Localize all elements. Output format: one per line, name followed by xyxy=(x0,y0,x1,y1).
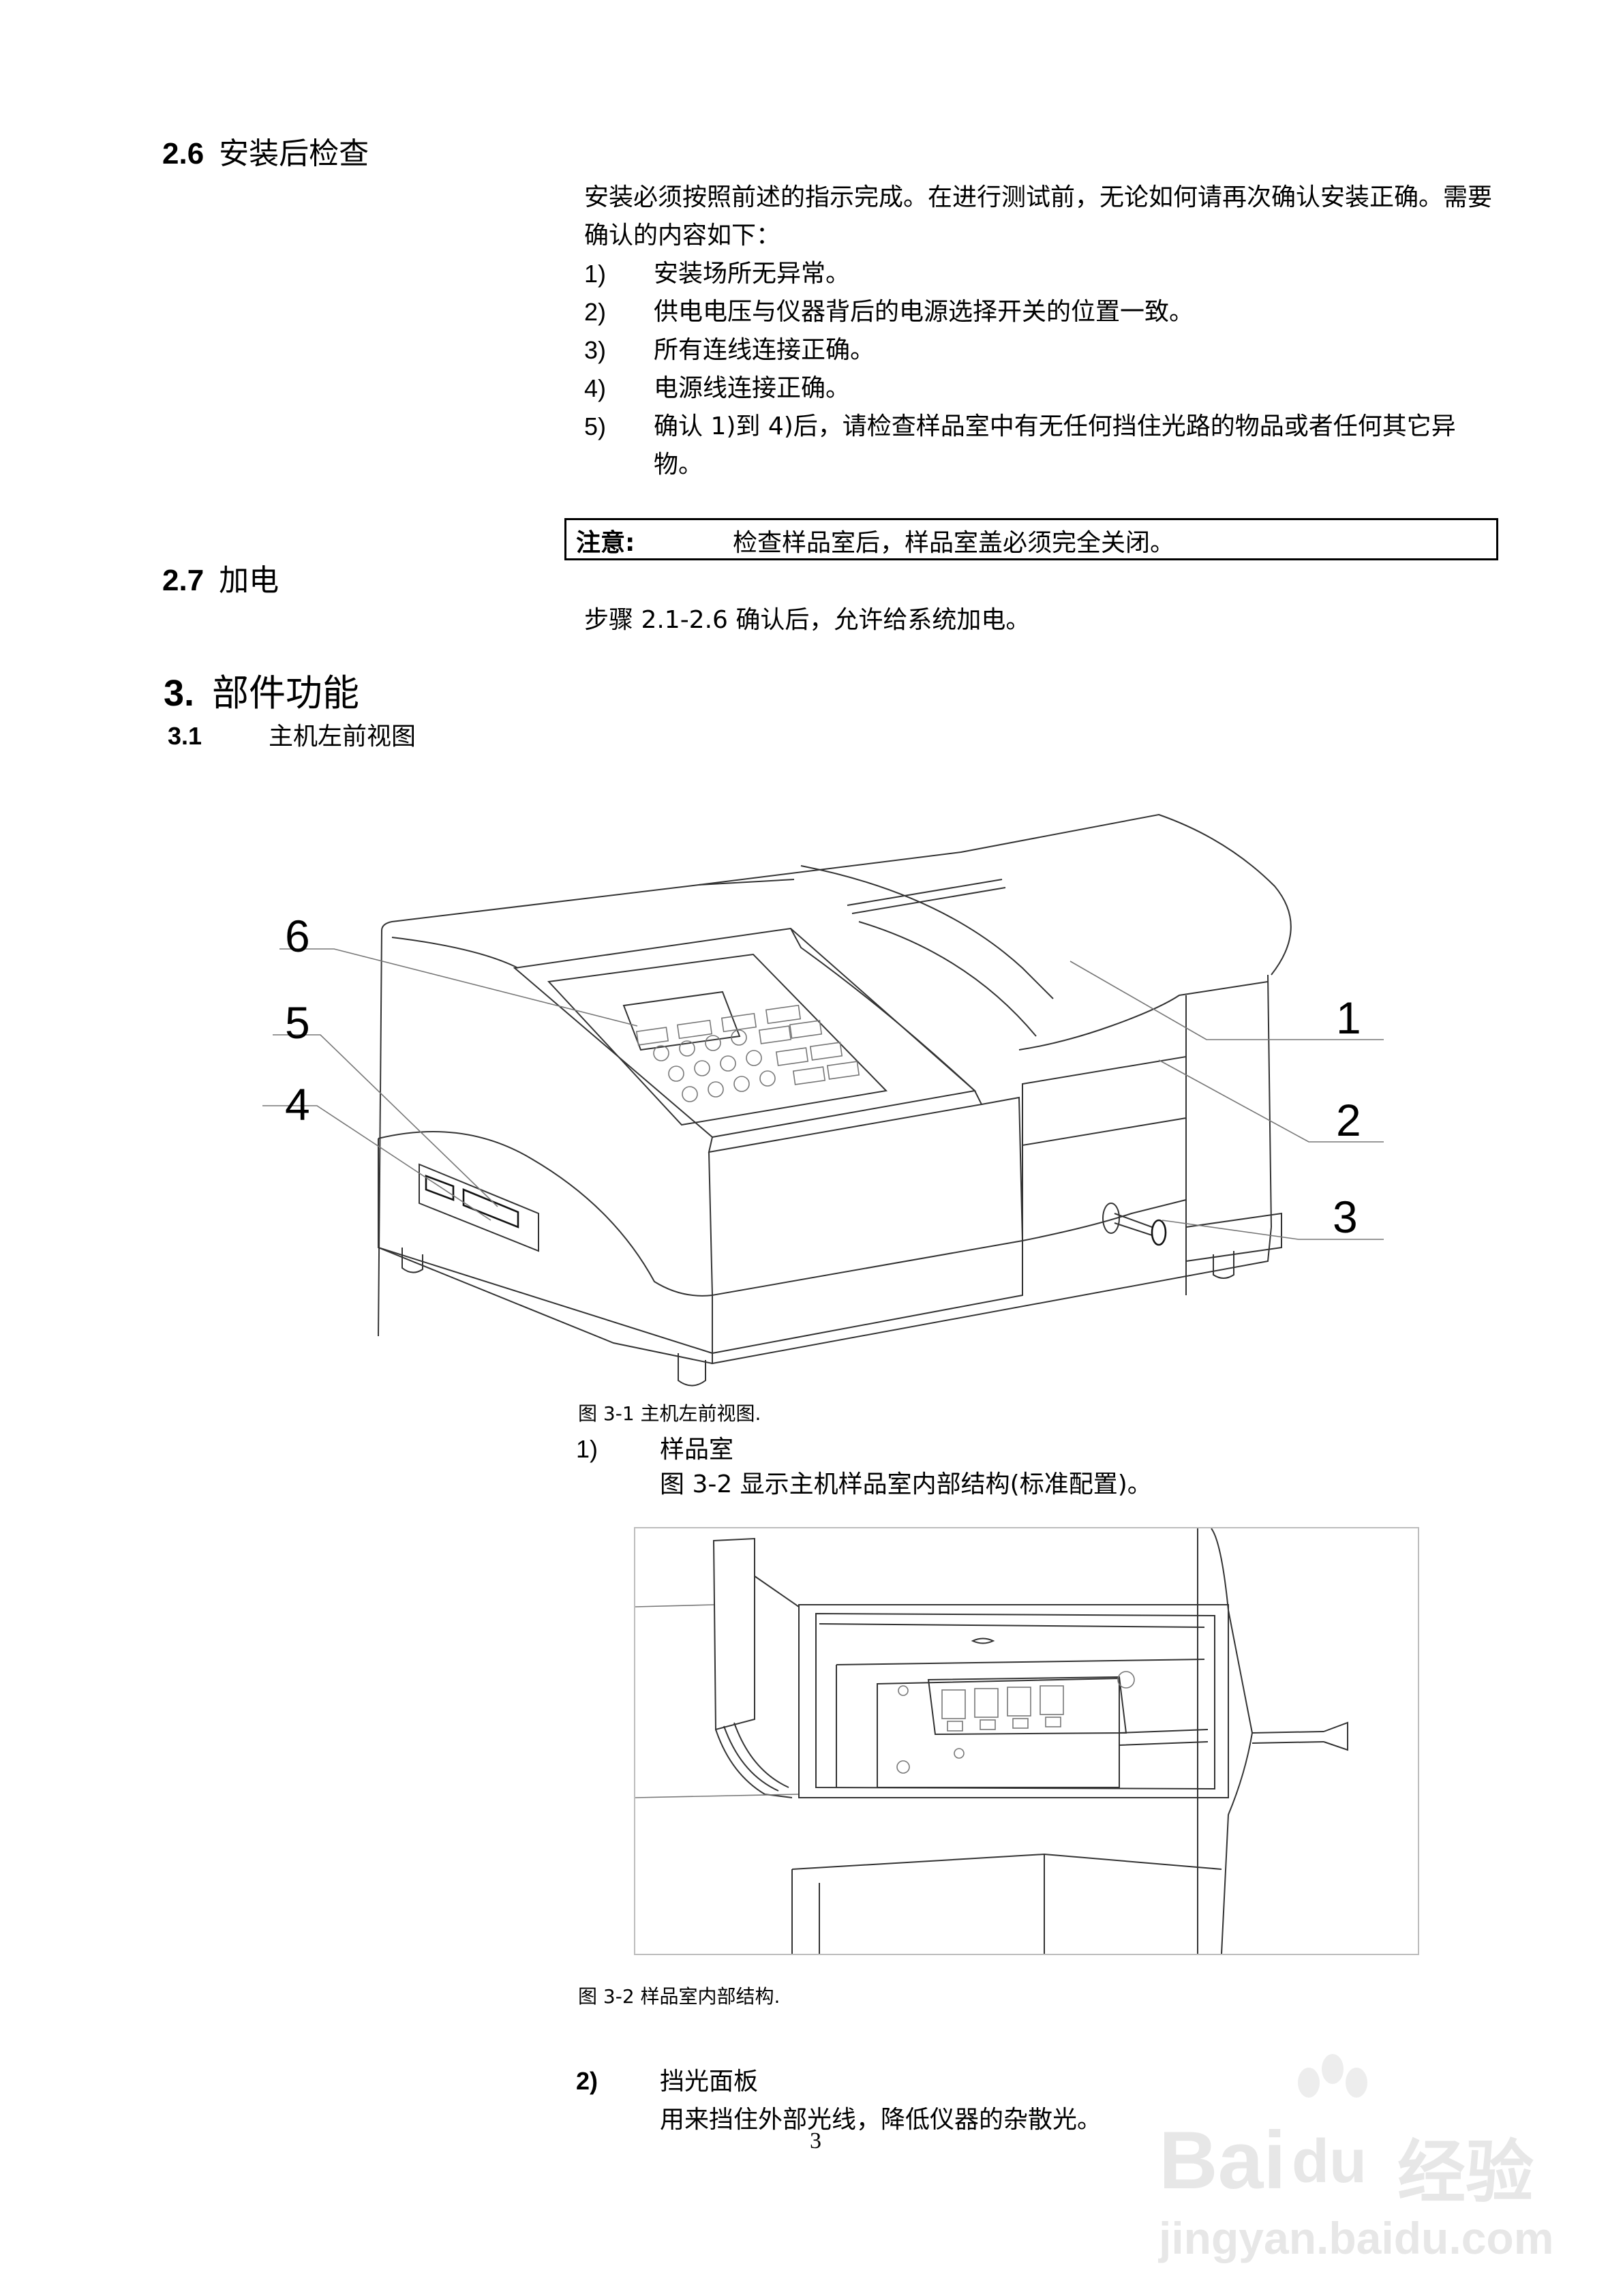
watermark-cn-text: 经验 xyxy=(1397,2134,1534,2211)
list-number: 3) xyxy=(584,336,607,364)
section-number: 2.7 xyxy=(162,564,204,597)
leader-line-3 xyxy=(1162,1220,1384,1240)
list-number: 2) xyxy=(584,298,607,326)
leader-line-2 xyxy=(1158,1059,1384,1143)
note-box: 注意: 检查样品室后，样品室盖必须完全关闭。 xyxy=(564,518,1498,560)
keypad-keys xyxy=(635,1004,860,1102)
list-item: 2) 供电电压与仪器背后的电源选择开关的位置一致。 xyxy=(584,293,1498,331)
callout-1: 1 xyxy=(1336,993,1361,1043)
instrument-front-view-drawing xyxy=(262,813,1384,1387)
note-label: 注意: xyxy=(576,529,635,557)
baidu-jingyan-watermark: Bai du 经验 jingyan.baidu.com xyxy=(1152,2052,1553,2284)
part-2-description: 用来挡住外部光线，降低仪器的杂散光。 xyxy=(660,2106,1102,2134)
list-number: 1) xyxy=(584,260,607,288)
leader-line-5 xyxy=(273,1034,498,1207)
part-1-description: 图 3-2 显示主机样品室内部结构(标准配置)。 xyxy=(660,1470,1152,1498)
list-text: 电源线连接正确。 xyxy=(654,374,851,402)
section-title: 加电 xyxy=(219,563,279,598)
callout-4: 4 xyxy=(285,1079,310,1130)
list-number: 4) xyxy=(584,374,607,402)
section-title: 主机左前视图 xyxy=(269,723,416,751)
callout-5: 5 xyxy=(285,997,310,1048)
list-text: 供电电压与仪器背后的电源选择开关的位置一致。 xyxy=(654,298,1194,326)
section-2-7-text: 步骤 2.1-2.6 确认后，允许给系统加电。 xyxy=(584,606,1031,634)
cuvette-slots xyxy=(941,1685,1064,1732)
section-heading-2-6: 2.6 安装后检查 xyxy=(162,136,369,172)
part-2-heading: 2) 挡光面板 xyxy=(576,2062,758,2101)
section-heading-3: 3. 部件功能 xyxy=(164,672,359,714)
note-text: 检查样品室后，样品室盖必须完全关闭。 xyxy=(733,529,1175,557)
list-item: 5) 确认 1)到 4)后，请检查样品室中有无任何挡住光路的物品或者任何其它异物… xyxy=(584,408,1498,484)
list-item: 4) 电源线连接正确。 xyxy=(584,369,1498,408)
figure-3-2-frame xyxy=(634,1527,1419,1955)
figure-3-2-caption: 图 3-2 样品室内部结构. xyxy=(578,1985,780,2008)
list-item: 3) 所有连线连接正确。 xyxy=(584,331,1498,369)
watermark-logo-bai: Bai xyxy=(1159,2115,1286,2206)
list-text: 所有连线连接正确。 xyxy=(654,336,875,364)
part-title: 挡光面板 xyxy=(660,2068,759,2096)
section-number: 2.6 xyxy=(162,137,204,170)
list-number: 5) xyxy=(584,412,607,440)
section-2-6-body: 安装必须按照前述的指示完成。在进行测试前，无论如何请再次确认安装正确。需要确认的… xyxy=(584,179,1498,484)
list-item: 1) 安装场所无异常。 xyxy=(584,255,1498,293)
section-title: 部件功能 xyxy=(212,671,360,714)
callout-3: 3 xyxy=(1333,1192,1358,1242)
page-number: 3 xyxy=(810,2128,821,2154)
leader-line-4 xyxy=(262,1105,491,1221)
section-heading-3-1: 3.1 主机左前视图 xyxy=(168,721,416,752)
figure-3-1-caption: 图 3-1 主机左前视图. xyxy=(578,1402,761,1425)
section-heading-2-7: 2.7 加电 xyxy=(162,563,279,599)
callout-6: 6 xyxy=(285,911,310,961)
part-number: 2) xyxy=(576,2067,598,2095)
paw-icon xyxy=(1298,2054,1367,2098)
leader-line-6 xyxy=(279,948,638,1027)
section-number: 3.1 xyxy=(168,722,202,750)
part-number: 1) xyxy=(576,1435,598,1463)
section-number: 3. xyxy=(164,673,195,714)
part-title: 样品室 xyxy=(660,1436,734,1464)
leader-line-1 xyxy=(1070,961,1384,1040)
watermark-url: jingyan.baidu.com xyxy=(1159,2213,1554,2263)
callout-2: 2 xyxy=(1336,1095,1361,1145)
sample-compartment-drawing xyxy=(635,1528,1348,1954)
intro-paragraph: 安装必须按照前述的指示完成。在进行测试前，无论如何请再次确认安装正确。需要确认的… xyxy=(584,183,1493,250)
list-text: 确认 1)到 4)后，请检查样品室中有无任何挡住光路的物品或者任何其它异物。 xyxy=(654,412,1456,479)
list-text: 安装场所无异常。 xyxy=(654,260,851,288)
watermark-logo-du: du xyxy=(1292,2128,1367,2196)
part-1-heading: 1) 样品室 xyxy=(576,1430,733,1469)
section-title: 安装后检查 xyxy=(219,136,369,171)
